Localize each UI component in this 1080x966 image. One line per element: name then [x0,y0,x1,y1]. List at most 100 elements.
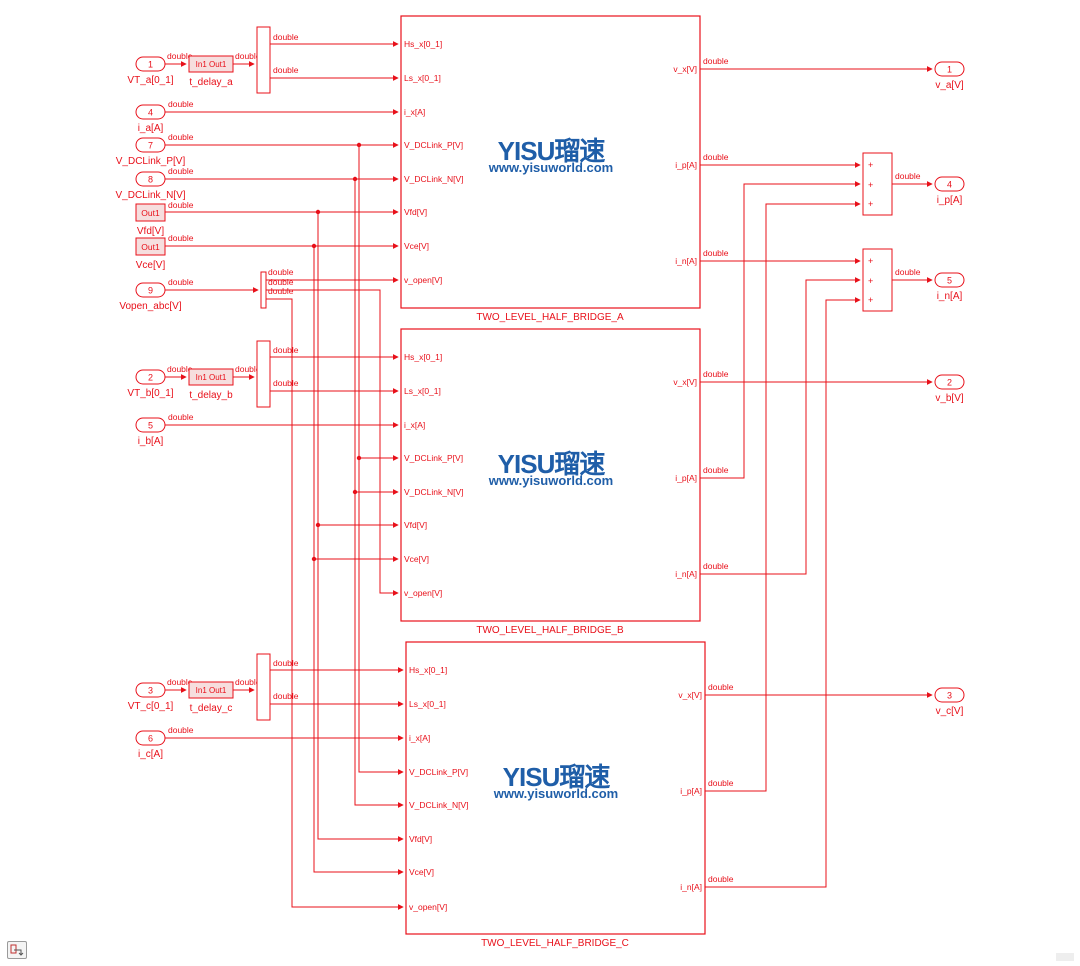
dtype-label: double [273,345,299,355]
demux-block-a[interactable] [256,26,271,94]
svg-text:v_x[V]: v_x[V] [678,690,702,700]
dtype-label: double [703,369,729,379]
dtype-label: double [708,682,734,692]
from-block-vce[interactable]: Out1 Vce[V] [135,237,166,271]
dtype-label: double [273,65,299,75]
dtype-label: double [235,677,261,687]
scrollbar-thumb[interactable] [1056,953,1074,961]
inport-7[interactable]: 7 V_DCLink_P[V] [116,137,186,167]
dtype-label: double [235,364,261,374]
svg-text:+: + [868,256,873,266]
svg-text:8: 8 [148,175,153,185]
subsystem-half-bridge-a[interactable]: TWO_LEVEL_HALF_BRIDGE_A Hs_x[0_1] Ls_x[0… [400,15,701,323]
svg-text:v_open[V]: v_open[V] [404,275,442,285]
dtype-label: double [268,286,294,296]
demux-block-c[interactable] [256,653,271,721]
svg-text:Vfd[V]: Vfd[V] [404,207,427,217]
svg-text:V_DCLink_N[V]: V_DCLink_N[V] [404,174,464,184]
signal-datatype-labels: double double double double double doubl… [167,32,921,884]
svg-text:2: 2 [947,378,952,388]
from-block-vfd[interactable]: Out1 Vfd[V] [135,203,166,237]
outport-1[interactable]: 1 v_a[V] [934,61,965,91]
dtype-label: double [167,364,193,374]
svg-text:i_x[A]: i_x[A] [409,733,430,743]
svg-text:TWO_LEVEL_HALF_BRIDGE_B: TWO_LEVEL_HALF_BRIDGE_B [476,625,624,636]
svg-text:i_p[A]: i_p[A] [675,473,697,483]
dtype-label: double [703,561,729,571]
svg-text:i_p[A]: i_p[A] [680,786,702,796]
watermark-logo: YISU瑠速 www.yisuworld.com [488,136,613,175]
svg-text:t_delay_a: t_delay_a [189,77,233,88]
fit-view-icon[interactable] [7,941,27,959]
svg-text:i_a[A]: i_a[A] [138,123,164,134]
svg-text:Hs_x[0_1]: Hs_x[0_1] [404,39,442,49]
dtype-label: double [273,32,299,42]
subsystem-half-bridge-b[interactable]: TWO_LEVEL_HALF_BRIDGE_B Hs_x[0_1] Ls_x[0… [400,328,701,636]
dtype-label: double [703,248,729,258]
svg-text:i_p[A]: i_p[A] [937,195,963,206]
svg-text:V_DCLink_P[V]: V_DCLink_P[V] [404,140,463,150]
svg-text:i_x[A]: i_x[A] [404,420,425,430]
inport-1[interactable]: 1 VT_a[0_1] [127,56,174,86]
demux-block-b[interactable] [256,340,271,408]
dtype-label: double [703,152,729,162]
dtype-label: double [235,51,261,61]
delay-block-a[interactable]: In1 Out1 t_delay_a [188,55,234,88]
svg-text:Vfd[V]: Vfd[V] [137,226,164,237]
dtype-label: double [168,725,194,735]
svg-text:v_open[V]: v_open[V] [409,902,447,912]
svg-text:YISU瑠速: YISU瑠速 [498,449,606,479]
svg-text:7: 7 [148,141,153,151]
svg-text:Vce[V]: Vce[V] [404,241,429,251]
dtype-label: double [168,277,194,287]
svg-text:+: + [868,180,873,190]
inport-9[interactable]: 9 Vopen_abc[V] [119,282,182,312]
svg-text:1: 1 [947,65,952,75]
svg-text:Out1: Out1 [141,242,160,252]
svg-text:3: 3 [947,691,952,701]
inport-4[interactable]: 4 i_a[A] [135,104,166,134]
svg-text:V_DCLink_P[V]: V_DCLink_P[V] [409,767,468,777]
outport-2[interactable]: 2 v_b[V] [934,374,965,404]
svg-text:i_n[A]: i_n[A] [675,256,697,266]
sum-block-in[interactable]: + + + [862,248,893,312]
svg-text:TWO_LEVEL_HALF_BRIDGE_C: TWO_LEVEL_HALF_BRIDGE_C [481,938,629,949]
demux-block-vopen[interactable] [260,271,267,309]
svg-text:i_n[A]: i_n[A] [675,569,697,579]
inport-6[interactable]: 6 i_c[A] [135,730,166,760]
subsystem-half-bridge-c[interactable]: TWO_LEVEL_HALF_BRIDGE_C Hs_x[0_1] Ls_x[0… [405,641,706,949]
outport-3[interactable]: 3 v_c[V] [934,687,965,717]
dtype-label: double [268,277,294,287]
dtype-label: double [168,99,194,109]
svg-text:In1 Out1: In1 Out1 [196,686,227,695]
outport-5[interactable]: 5 i_n[A] [934,272,965,302]
svg-text:v_a[V]: v_a[V] [935,80,964,91]
inport-2[interactable]: 2 VT_b[0_1] [127,369,174,399]
dtype-label: double [168,233,194,243]
dtype-label: double [168,200,194,210]
dtype-label: double [167,51,193,61]
dtype-label: double [273,378,299,388]
svg-text:YISU瑠速: YISU瑠速 [498,136,606,166]
inport-8[interactable]: 8 V_DCLink_N[V] [115,171,186,201]
svg-text:6: 6 [148,734,153,744]
dtype-label: double [168,132,194,142]
subsystem-b-input-labels: Hs_x[0_1] Ls_x[0_1] i_x[A] V_DCLink_P[V]… [404,352,464,598]
svg-text:Vopen_abc[V]: Vopen_abc[V] [119,301,181,312]
dtype-label: double [703,56,729,66]
outport-4[interactable]: 4 i_p[A] [934,176,965,206]
svg-text:VT_b[0_1]: VT_b[0_1] [127,388,173,399]
delay-block-c[interactable]: In1 Out1 t_delay_c [188,681,234,714]
dtype-label: double [895,267,921,277]
inport-5[interactable]: 5 i_b[A] [135,417,166,447]
sum-block-ip[interactable]: + + + [862,152,893,216]
svg-text:i_p[A]: i_p[A] [675,160,697,170]
delay-block-b[interactable]: In1 Out1 t_delay_b [188,368,234,401]
svg-text:5: 5 [947,276,952,286]
svg-text:1: 1 [148,60,153,70]
inport-3[interactable]: 3 VT_c[0_1] [128,682,174,712]
svg-text:www.yisuworld.com: www.yisuworld.com [488,160,613,175]
svg-text:v_x[V]: v_x[V] [673,377,697,387]
dtype-label: double [168,412,194,422]
